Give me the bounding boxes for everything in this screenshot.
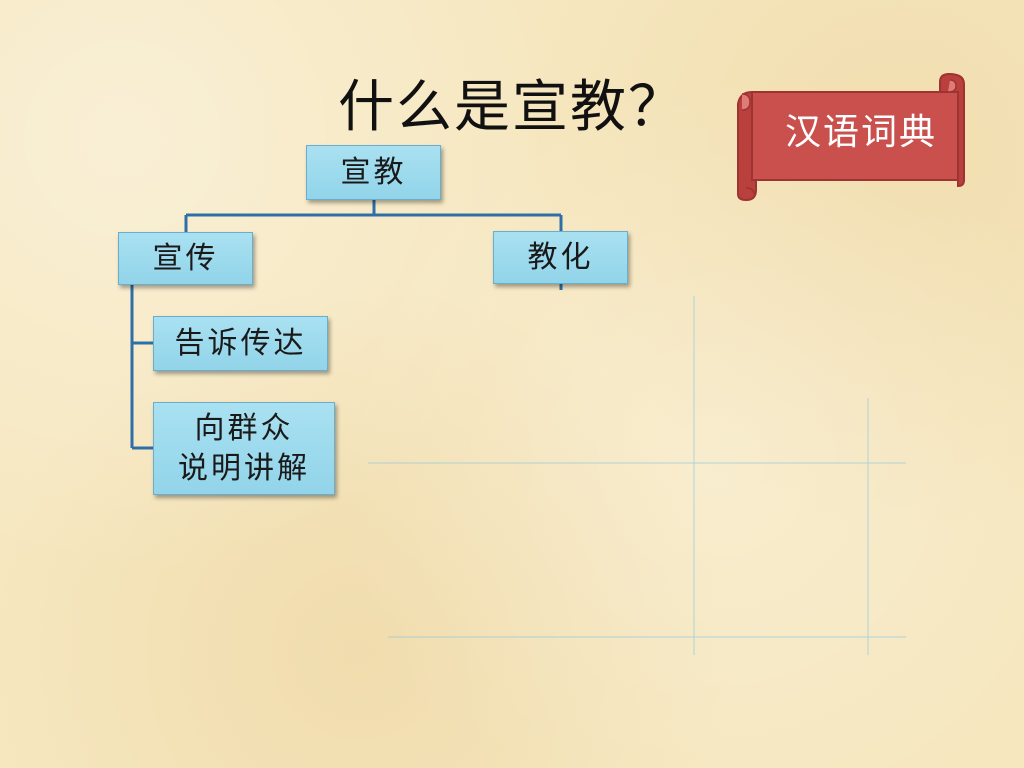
node-branch-jiaohua-label: 教化 <box>527 239 594 275</box>
dictionary-scroll-banner[interactable]: 汉语词典 <box>734 70 972 204</box>
node-child-gaosu: 告诉传达 <box>153 316 328 371</box>
node-root: 宣教 <box>306 145 441 200</box>
node-branch-xuanchuan: 宣传 <box>118 232 253 285</box>
node-child-xiangqunzhong-label: 向群众 说明讲解 <box>178 410 310 486</box>
node-root-label: 宣教 <box>340 154 407 190</box>
node-branch-jiaohua: 教化 <box>493 231 628 284</box>
scroll-label: 汉语词典 <box>784 112 937 153</box>
slide-title: 什么是宣教？ <box>338 75 686 140</box>
node-branch-xuanchuan-label: 宣传 <box>152 240 219 276</box>
scroll-shape <box>737 72 965 202</box>
node-child-xiangqunzhong: 向群众 说明讲解 <box>153 402 335 495</box>
node-child-gaosu-label: 告诉传达 <box>174 325 307 361</box>
